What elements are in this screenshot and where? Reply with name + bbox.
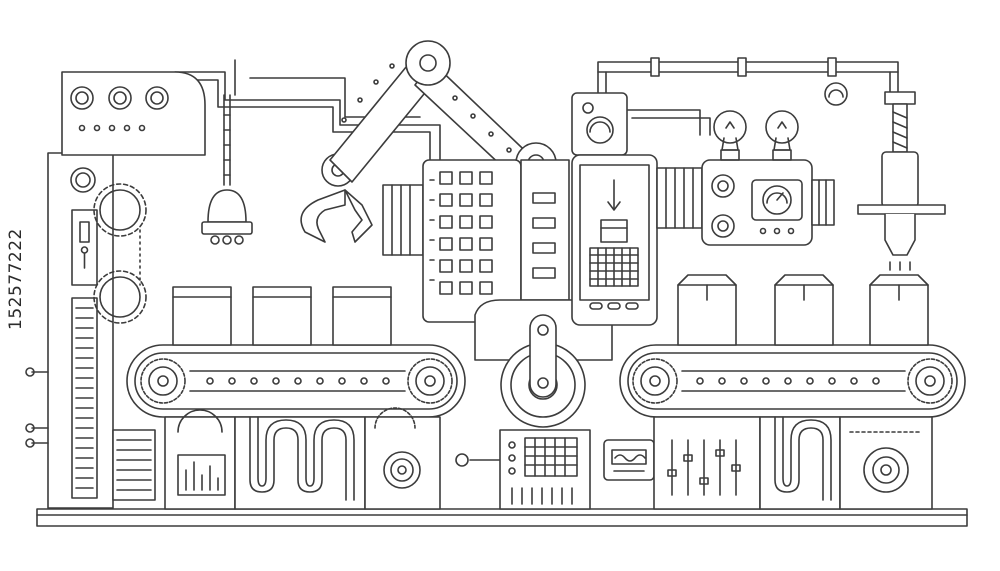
slider-icon <box>667 439 741 496</box>
gauge-icon <box>762 185 792 215</box>
box-icon <box>677 274 929 346</box>
gear-icon <box>93 183 147 324</box>
tower-vent-slots <box>75 307 94 489</box>
central-press-column <box>474 159 613 428</box>
right-conveyor-belt <box>619 344 966 418</box>
left-control-tower <box>25 71 206 509</box>
bulb-machine <box>701 110 835 246</box>
plug-icon <box>201 94 253 245</box>
press-icon <box>857 91 946 271</box>
center-lower-panel <box>499 429 591 510</box>
cable-pipes <box>174 57 899 161</box>
lever-icon <box>455 453 501 467</box>
gauge-icon <box>824 82 848 106</box>
meter-device <box>603 439 655 481</box>
display-screen <box>571 92 658 326</box>
floor-platform <box>36 508 968 527</box>
left-conveyor-belt <box>126 344 466 418</box>
keypad-panel <box>422 159 522 323</box>
lower-cabinets-left <box>164 407 441 510</box>
light-bulb-icon <box>713 110 747 161</box>
lower-cabinets-right <box>653 416 933 510</box>
down-arrow-icon <box>607 179 621 211</box>
bellows-connector <box>656 167 703 229</box>
roller-cylinder <box>382 184 424 256</box>
light-bulb-icon <box>765 110 799 161</box>
lever-icon <box>25 367 49 448</box>
robot-arm-icon <box>329 40 557 184</box>
box-icon <box>172 286 392 346</box>
box-icon <box>600 219 628 243</box>
speaker-icon <box>863 447 909 493</box>
